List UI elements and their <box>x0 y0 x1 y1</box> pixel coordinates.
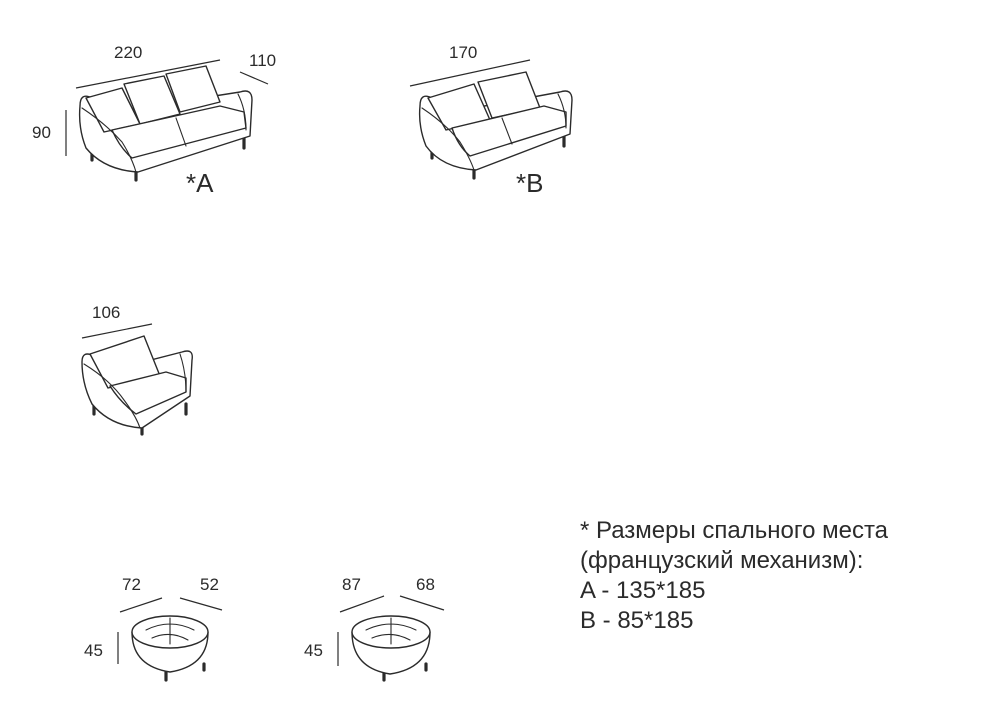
armchair-arm-fold <box>83 363 141 429</box>
pouf-large-tufting <box>365 617 417 645</box>
armchair-width-label: 106 <box>92 303 120 322</box>
sofa-b-width-label: 170 <box>449 43 477 62</box>
sofa-a-width-label: 220 <box>114 43 142 62</box>
pouf-small-height-label: 45 <box>84 641 103 660</box>
pouf-small-tufting <box>145 617 195 645</box>
sofa-a-seat-seam <box>175 117 187 147</box>
sofa-a-back-cushion <box>123 75 181 125</box>
sofa-a-width-dimension-line <box>75 59 221 89</box>
pouf-small-depth-label: 52 <box>200 575 219 594</box>
pouf-large-width-label: 87 <box>342 575 361 594</box>
pouf-small-depth-dimension-line <box>179 597 223 611</box>
note-line-b: B - 85*185 <box>580 607 694 634</box>
sofa-a-depth-dimension-line <box>239 71 269 85</box>
pouf-small-width-label: 72 <box>122 575 141 594</box>
sofa-a-depth-label: 110 <box>249 51 276 70</box>
pouf-large-width-dimension-line <box>339 595 385 613</box>
sofa-a-back-cushion <box>165 65 221 113</box>
sofa-b: 170 *B <box>409 43 573 198</box>
sofa-b-seat-seam <box>501 117 513 145</box>
pouf-large-height-label: 45 <box>304 641 323 660</box>
pouf-large-depth-label: 68 <box>416 575 435 594</box>
sofa-a-marker: *A <box>186 168 214 198</box>
note-line-title: * Размеры спального места <box>580 517 889 544</box>
pouf-large: 87 68 45 <box>304 575 445 682</box>
sleeping-area-note: * Размеры спального места (французский м… <box>580 516 1000 636</box>
armchair: 106 <box>81 303 193 436</box>
sofa-b-arm-fold <box>557 93 567 129</box>
sofa-a-arm-fold <box>81 107 137 173</box>
sofa-b-arm-fold <box>421 107 475 171</box>
pouf-small-width-dimension-line <box>119 597 163 613</box>
sofa-a-height-label: 90 <box>32 123 51 142</box>
armchair-width-dimension-line <box>81 323 153 339</box>
note-line-a: A - 135*185 <box>580 577 706 604</box>
sofa-a: 220 110 90 *A <box>32 43 276 198</box>
sofa-b-width-dimension-line <box>409 59 531 87</box>
pouf-small: 72 52 45 <box>84 575 223 682</box>
armchair-arm-fold <box>179 353 187 393</box>
sofa-a-arm-fold <box>237 93 247 131</box>
note-line-mechanism: (французский механизм): <box>580 547 864 574</box>
sofa-b-marker: *B <box>516 168 543 198</box>
pouf-large-depth-dimension-line <box>399 595 445 611</box>
sofa-b-seat <box>451 105 567 157</box>
